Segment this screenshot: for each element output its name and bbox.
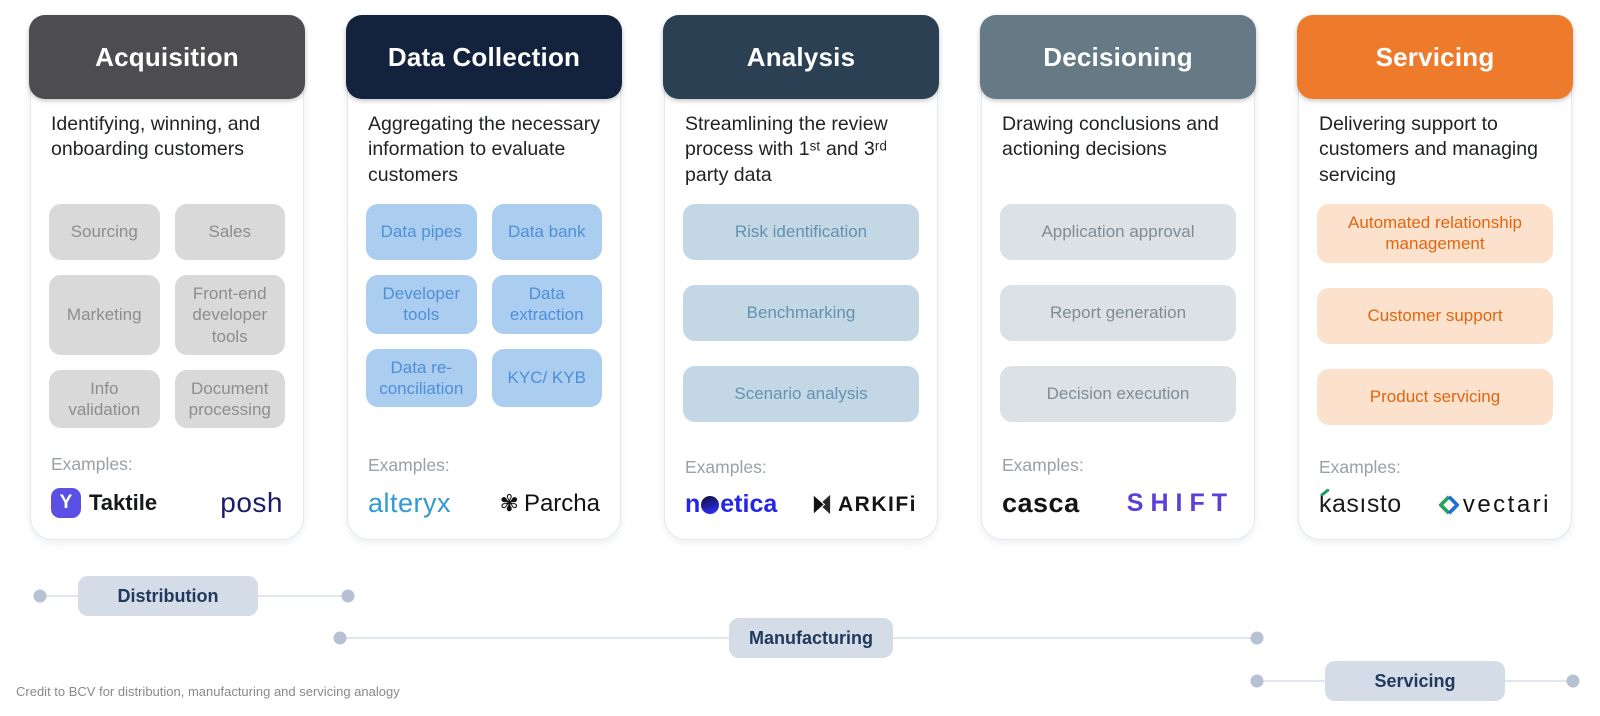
chip-front-end-developer-tools: Front-end developer tools (174, 275, 285, 355)
column-title: Servicing (1375, 41, 1495, 72)
phase-servicing: Servicing (1250, 661, 1580, 701)
vectari-diamond-icon (1438, 494, 1459, 515)
arkifi-icon (813, 494, 831, 515)
logo-vectari: vectari (1438, 491, 1551, 519)
examples-label: Examples: (51, 454, 133, 474)
chip-data-pipes: Data pipes (366, 204, 477, 260)
examples-block: Examples: alteryx Parcha (366, 455, 602, 523)
phase-label-servicing: Servicing (1325, 661, 1505, 701)
logo-row: alteryx Parcha (366, 488, 602, 523)
chip-grid: Data pipes Data bank Developer tools Dat… (366, 204, 602, 407)
chip-stack: Automated relationship management Custom… (1317, 204, 1553, 425)
phase-dot-right (1566, 674, 1580, 688)
column-title: Data Collection (387, 41, 581, 72)
chip-customer-support: Customer support (1317, 287, 1553, 344)
logo-row: kasısto vectari (1317, 488, 1553, 523)
examples-block: Examples: Taktile posh (49, 454, 285, 523)
column-title: Decisioning (1043, 41, 1193, 72)
logo-noetica-text-prefix: n (685, 490, 701, 518)
column-header-analysis: Analysis (663, 15, 939, 99)
chip-application-approval: Application approval (1000, 204, 1236, 260)
pipeline-columns: Acquisition Identifying, winning, and on… (0, 0, 1600, 540)
examples-label: Examples: (368, 455, 450, 475)
chip-report-generation: Report generation (1000, 285, 1236, 341)
logo-kasisto-text: kasısto (1319, 490, 1402, 518)
phase-label-distribution: Distribution (78, 576, 258, 616)
examples-label: Examples: (685, 457, 767, 477)
logo-parcha: Parcha (500, 490, 600, 518)
logo-posh: posh (220, 487, 283, 518)
column-description: Drawing conclusions and actioning decisi… (1002, 113, 1219, 161)
column-header-acquisition: Acquisition (29, 15, 305, 99)
chip-sourcing: Sourcing (49, 204, 160, 260)
column-description: Aggregating the necessary information to… (368, 113, 600, 186)
chip-data-bank: Data bank (491, 204, 602, 260)
column-description: Identifying, winning, and onboarding cus… (51, 113, 261, 161)
logo-taktile-text: Taktile (89, 490, 158, 515)
chip-product-servicing: Product servicing (1317, 368, 1553, 425)
column-description: Delivering support to customers and mana… (1319, 113, 1538, 186)
noetica-o-mark (701, 495, 720, 514)
logo-shift: SHIFT (1126, 489, 1234, 517)
phase-dot-right (341, 589, 355, 603)
column-acquisition: Acquisition Identifying, winning, and on… (29, 15, 305, 540)
logo-row: casca SHIFT (1000, 488, 1236, 523)
column-decisioning: Decisioning Drawing conclusions and acti… (980, 15, 1256, 540)
chip-marketing: Marketing (49, 275, 160, 355)
chip-automated-relationship-management: Automated relationship management (1317, 204, 1553, 263)
logo-arkifi: ARKIFi (810, 493, 917, 517)
phase-manufacturing: Manufacturing (333, 618, 1264, 658)
logo-vectari-text: vectari (1462, 490, 1551, 518)
logo-casca: casca (1002, 488, 1080, 518)
column-header-servicing: Servicing (1297, 15, 1573, 99)
column-header-decisioning: Decisioning (980, 15, 1256, 99)
logo-alteryx: alteryx (368, 488, 452, 518)
examples-block: Examples: casca SHIFT (1000, 455, 1236, 523)
chip-kyc-kyb: KYC/ KYB (491, 348, 602, 407)
column-data-collection: Data Collection Aggregating the necessar… (346, 15, 622, 540)
logo-kasisto: kasısto (1319, 488, 1402, 519)
taktile-badge-icon (51, 488, 81, 518)
phase-dot-right (1250, 631, 1264, 645)
examples-block: Examples: kasısto vectari (1317, 457, 1553, 523)
logo-taktile: Taktile (51, 488, 157, 518)
phase-label-manufacturing: Manufacturing (729, 618, 893, 658)
examples-label: Examples: (1319, 457, 1401, 477)
logo-row: n etica ARKIFi (683, 490, 919, 523)
chip-developer-tools: Developer tools (366, 275, 477, 334)
logo-arkifi-text: ARKIFi (838, 492, 917, 516)
chip-stack: Risk identification Benchmarking Scenari… (683, 204, 919, 422)
credit-note: Credit to BCV for distribution, manufact… (16, 684, 400, 699)
examples-label: Examples: (1002, 455, 1084, 475)
logo-parcha-text: Parcha (523, 489, 600, 517)
chip-risk-identification: Risk identification (683, 204, 919, 260)
chip-data-reconciliation: Data re-conciliation (366, 348, 477, 407)
logo-noetica: n etica (685, 490, 777, 519)
column-servicing: Servicing Delivering support to customer… (1297, 15, 1573, 540)
chip-benchmarking: Benchmarking (683, 285, 919, 341)
phase-distribution: Distribution (33, 576, 355, 616)
logo-noetica-text-suffix: etica (720, 490, 778, 518)
column-analysis: Analysis Streamlining the review process… (663, 15, 939, 540)
chip-info-validation: Info validation (49, 369, 160, 429)
examples-block: Examples: n etica ARKIFi (683, 457, 919, 523)
chip-grid: Sourcing Sales Marketing Front-end devel… (49, 204, 285, 429)
column-description: Streamlining the review process with 1ˢᵗ… (685, 113, 888, 186)
chip-document-processing: Document processing (174, 369, 285, 429)
phase-dot-left (33, 589, 47, 603)
column-header-data-collection: Data Collection (346, 15, 622, 99)
logo-row: Taktile posh (49, 487, 285, 523)
column-title: Acquisition (95, 41, 239, 72)
chip-decision-execution: Decision execution (1000, 366, 1236, 422)
parcha-flower-icon (500, 492, 519, 515)
column-title: Analysis (746, 41, 856, 72)
chip-data-extraction: Data extraction (491, 275, 602, 334)
phase-dot-left (1250, 674, 1264, 688)
chip-scenario-analysis: Scenario analysis (683, 366, 919, 422)
chip-sales: Sales (174, 204, 285, 260)
chip-stack: Application approval Report generation D… (1000, 204, 1236, 422)
phase-dot-left (333, 631, 347, 645)
